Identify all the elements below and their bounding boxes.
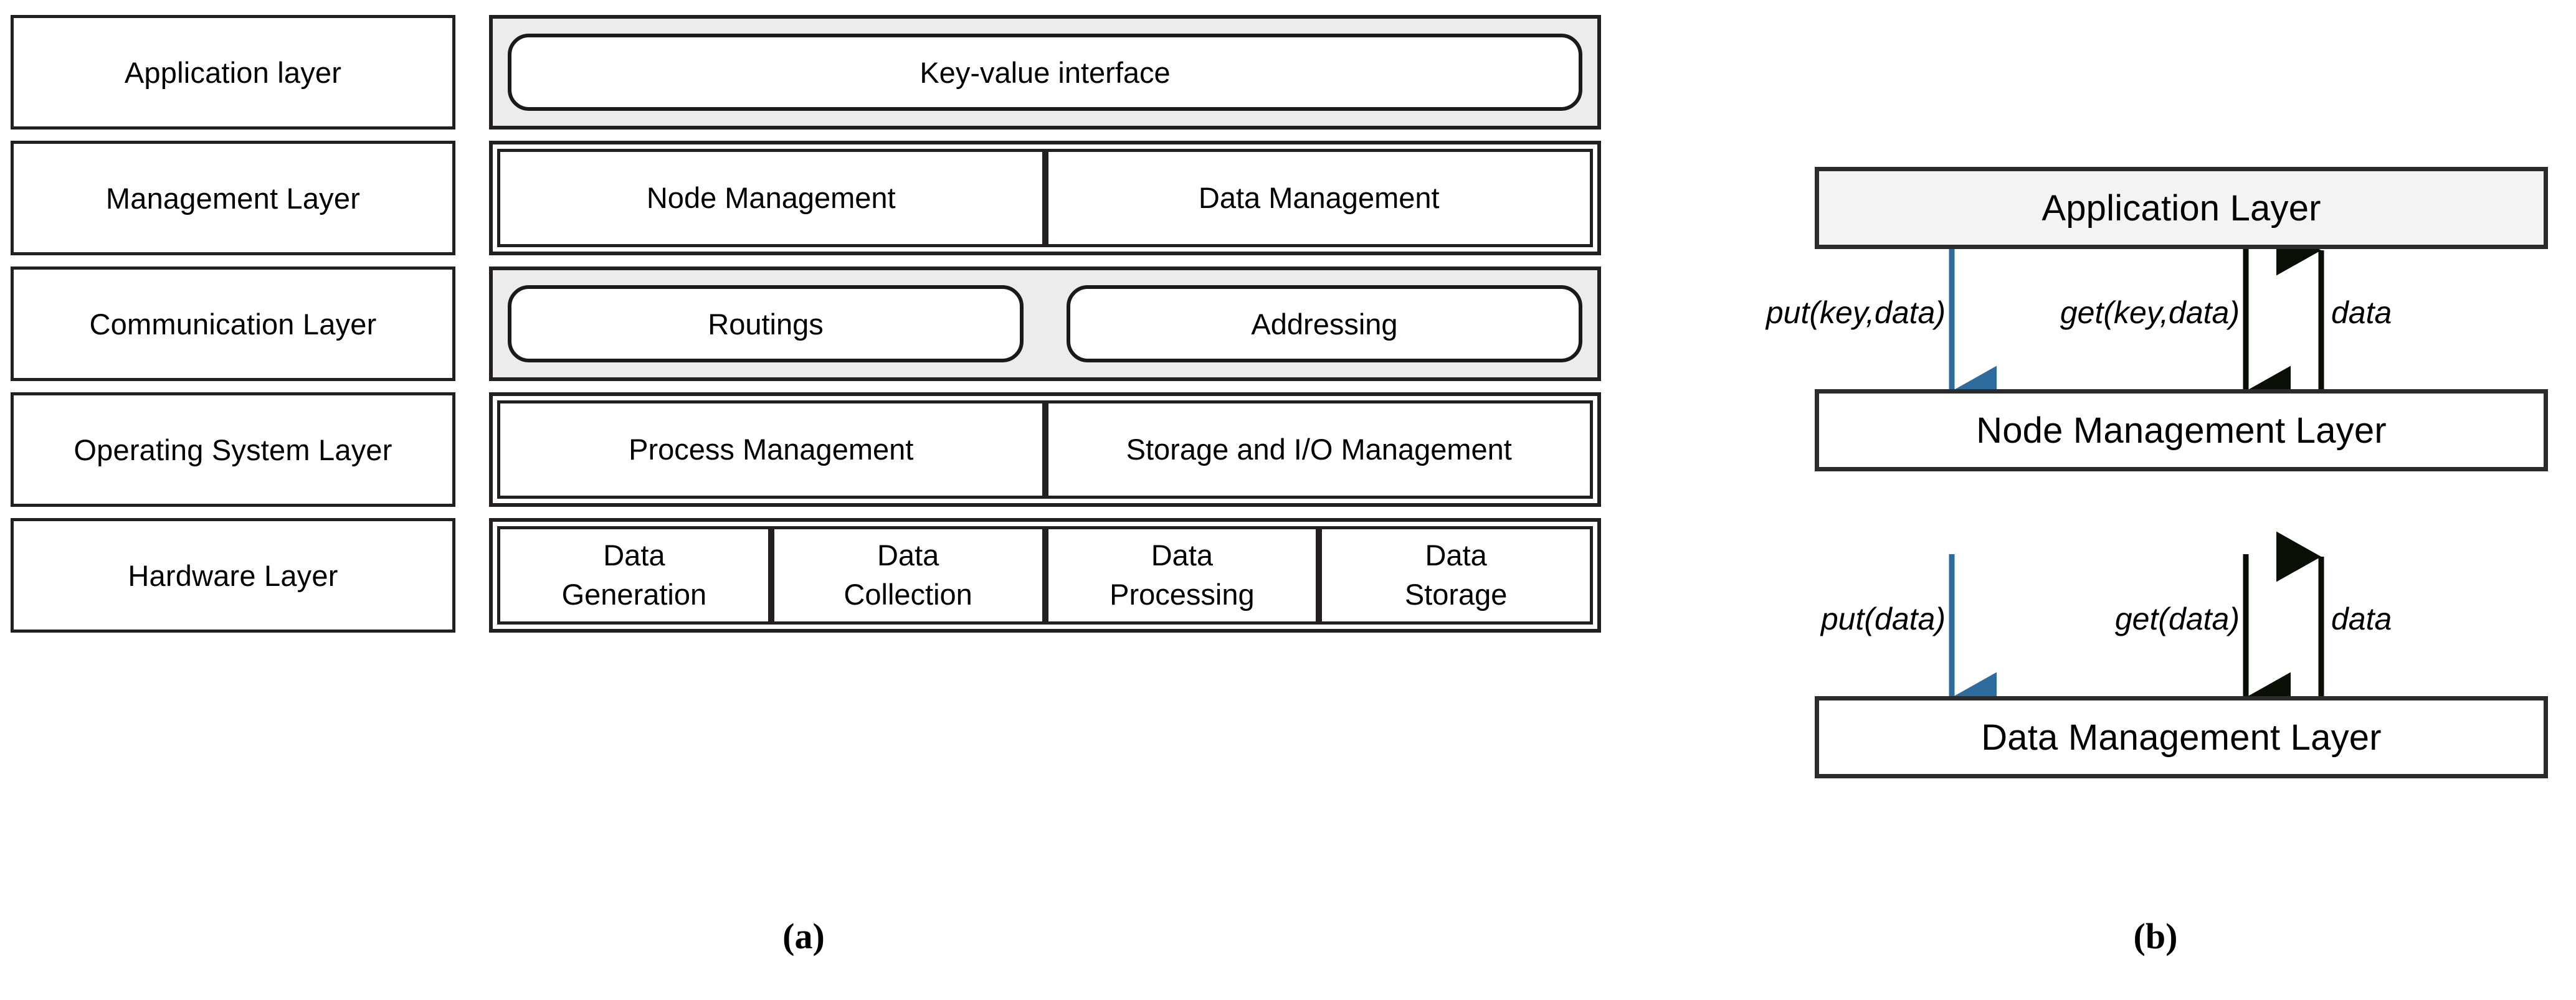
data-collection-label-line1: Data (877, 539, 939, 572)
arrow-label-data-bottom: data (2331, 601, 2468, 637)
arrow-label-get-data: get(data) (2034, 601, 2240, 637)
caption-b-text: (b) (2133, 916, 2178, 956)
layer-content-hardware: Data Generation Data Collection Data Pro… (489, 518, 1601, 633)
arrow-label-data-bottom-text: data (2331, 601, 2392, 636)
layer-label-text: Hardware Layer (128, 559, 338, 592)
arrow-label-get-key-data: get(key,data) (2028, 295, 2240, 331)
caption-a-text: (a) (782, 916, 825, 956)
layer-label-communication: Communication Layer (11, 267, 455, 381)
data-storage-label-line1: Data (1425, 539, 1487, 572)
layer-content-operating-system: Process Management Storage and I/O Manag… (489, 392, 1601, 507)
layer-label-text: Management Layer (105, 181, 361, 215)
arrow-label-put-key-data-text: put(key,data) (1766, 295, 1946, 330)
box-data-management-layer: Data Management Layer (1815, 696, 2548, 778)
arrow-label-data-top-text: data (2331, 295, 2392, 330)
caption-b: (b) (2056, 915, 2255, 957)
routings-box: Routings (508, 285, 1024, 362)
layer-label-management: Management Layer (11, 141, 455, 255)
data-processing-box: Data Processing (1045, 526, 1319, 625)
data-processing-label-line2: Processing (1110, 578, 1255, 611)
box-application-layer: Application Layer (1815, 167, 2548, 249)
panel-b-layer-interactions: Application Layer Node Management Layer … (1620, 0, 2576, 1000)
arrow-label-get-data-text: get(data) (2114, 601, 2240, 636)
data-generation-label-line2: Generation (561, 578, 707, 611)
data-generation-label-line1: Data (603, 539, 665, 572)
arrow-label-put-data: put(data) (1740, 601, 1946, 637)
arrow-label-data-top: data (2331, 295, 2468, 331)
data-collection-label-line2: Collection (844, 578, 972, 611)
data-storage-label-line2: Storage (1404, 578, 1508, 611)
process-management-label: Process Management (629, 432, 914, 466)
layer-content-communication: Routings Addressing (489, 267, 1601, 381)
data-management-label: Data Management (1198, 181, 1440, 214)
routings-label: Routings (708, 307, 824, 341)
box-data-management-layer-label: Data Management Layer (1981, 717, 2382, 758)
layer-label-text: Operating System Layer (74, 433, 392, 466)
box-application-layer-label: Application Layer (2041, 187, 2321, 229)
arrow-label-put-key-data: put(key,data) (1734, 295, 1946, 331)
layer-label-application: Application layer (11, 15, 455, 130)
data-processing-label-line1: Data (1151, 539, 1214, 572)
panel-b-arrow-layer (1949, 225, 2324, 724)
arrow-label-get-key-data-text: get(key,data) (2060, 295, 2240, 330)
key-value-interface-box: Key-value interface (508, 34, 1582, 111)
data-management-box: Data Management (1045, 149, 1593, 247)
box-node-management-layer-label: Node Management Layer (1976, 410, 2387, 451)
data-storage-box: Data Storage (1319, 526, 1593, 625)
data-collection-box: Data Collection (771, 526, 1045, 625)
node-management-label: Node Management (646, 181, 896, 214)
layer-label-text: Application layer (124, 55, 342, 89)
node-management-box: Node Management (497, 149, 1045, 247)
addressing-box: Addressing (1067, 285, 1582, 362)
data-generation-box: Data Generation (497, 526, 771, 625)
box-node-management-layer: Node Management Layer (1815, 389, 2548, 471)
layer-label-operating-system: Operating System Layer (11, 392, 455, 507)
layer-content-management: Node Management Data Management (489, 141, 1601, 255)
storage-io-management-label: Storage and I/O Management (1126, 432, 1512, 466)
storage-io-management-box: Storage and I/O Management (1045, 400, 1593, 499)
addressing-label: Addressing (1251, 307, 1398, 341)
caption-a: (a) (704, 915, 903, 957)
layer-label-text: Communication Layer (89, 307, 377, 341)
layer-content-application: Key-value interface (489, 15, 1601, 130)
arrow-label-put-data-text: put(data) (1820, 601, 1946, 636)
layer-label-hardware: Hardware Layer (11, 518, 455, 633)
process-management-box: Process Management (497, 400, 1045, 499)
panel-a-layered-architecture: Application layer Key-value interface Ma… (11, 15, 1601, 957)
key-value-interface-label: Key-value interface (920, 55, 1171, 89)
